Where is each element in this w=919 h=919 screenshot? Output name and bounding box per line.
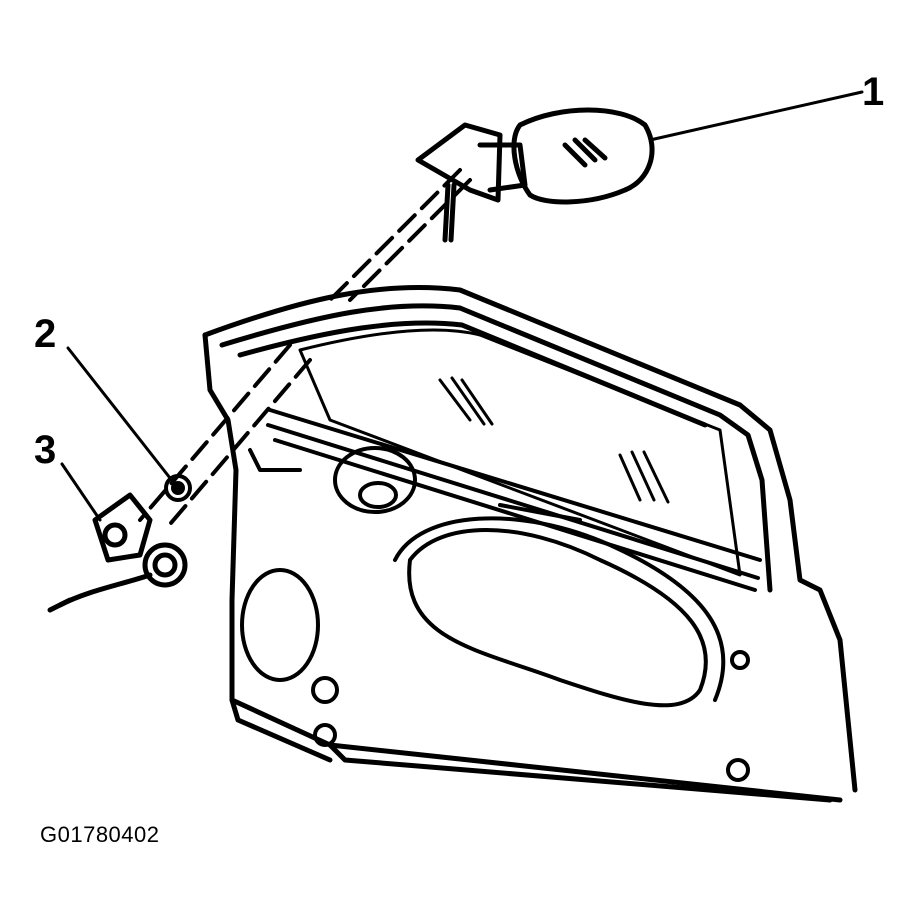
- window-glass: [298, 328, 742, 577]
- figure-id: G01780402: [40, 822, 160, 847]
- door-frame: [202, 284, 858, 803]
- inner-panel: [240, 446, 750, 782]
- callout-1: 1: [862, 70, 885, 114]
- outside-mirror: [415, 107, 655, 243]
- belt-molding: [266, 408, 762, 592]
- mirror-seal: [164, 474, 192, 502]
- mirror-bracket: [47, 492, 188, 613]
- callout-2: 2: [34, 312, 57, 356]
- leader-lines: [60, 90, 864, 522]
- callout-3: 3: [34, 428, 57, 472]
